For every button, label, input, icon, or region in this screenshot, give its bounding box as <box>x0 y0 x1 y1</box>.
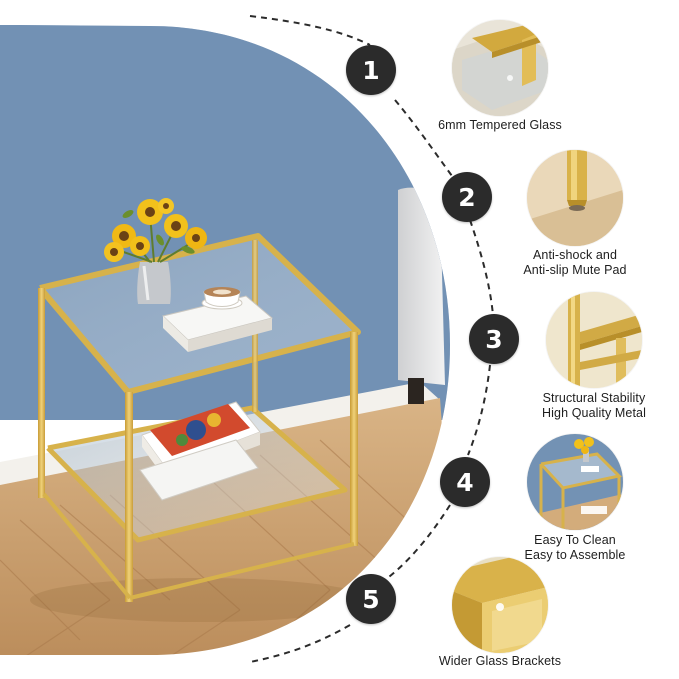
feature-caption-4: Easy To Clean Easy to Assemble <box>524 533 626 562</box>
feature-caption-1: 6mm Tempered Glass <box>438 118 562 132</box>
step-badge-2: 2 <box>442 172 492 222</box>
step-number: 3 <box>485 324 503 354</box>
feature-caption-3: Structural Stability High Quality Metal <box>542 391 646 420</box>
feature-thumb-easy-clean <box>527 434 623 530</box>
step-number: 1 <box>362 55 380 85</box>
step-badge-3: 3 <box>469 314 519 364</box>
feature-caption-5: Wider Glass Brackets <box>438 654 562 668</box>
step-badge-4: 4 <box>440 457 490 507</box>
feature-thumb-metal-frame <box>546 292 642 388</box>
feature-thumb-tempered-glass <box>452 20 548 116</box>
step-badge-1: 1 <box>346 45 396 95</box>
step-number: 2 <box>458 182 476 212</box>
step-number: 5 <box>362 584 380 614</box>
step-number: 4 <box>456 467 474 497</box>
feature-thumb-mute-pad <box>527 150 623 246</box>
dashed-path <box>249 15 371 46</box>
feature-caption-2: Anti-shock and Anti-slip Mute Pad <box>523 248 627 277</box>
feature-thumb-glass-brackets <box>452 557 548 653</box>
step-badge-5: 5 <box>346 574 396 624</box>
